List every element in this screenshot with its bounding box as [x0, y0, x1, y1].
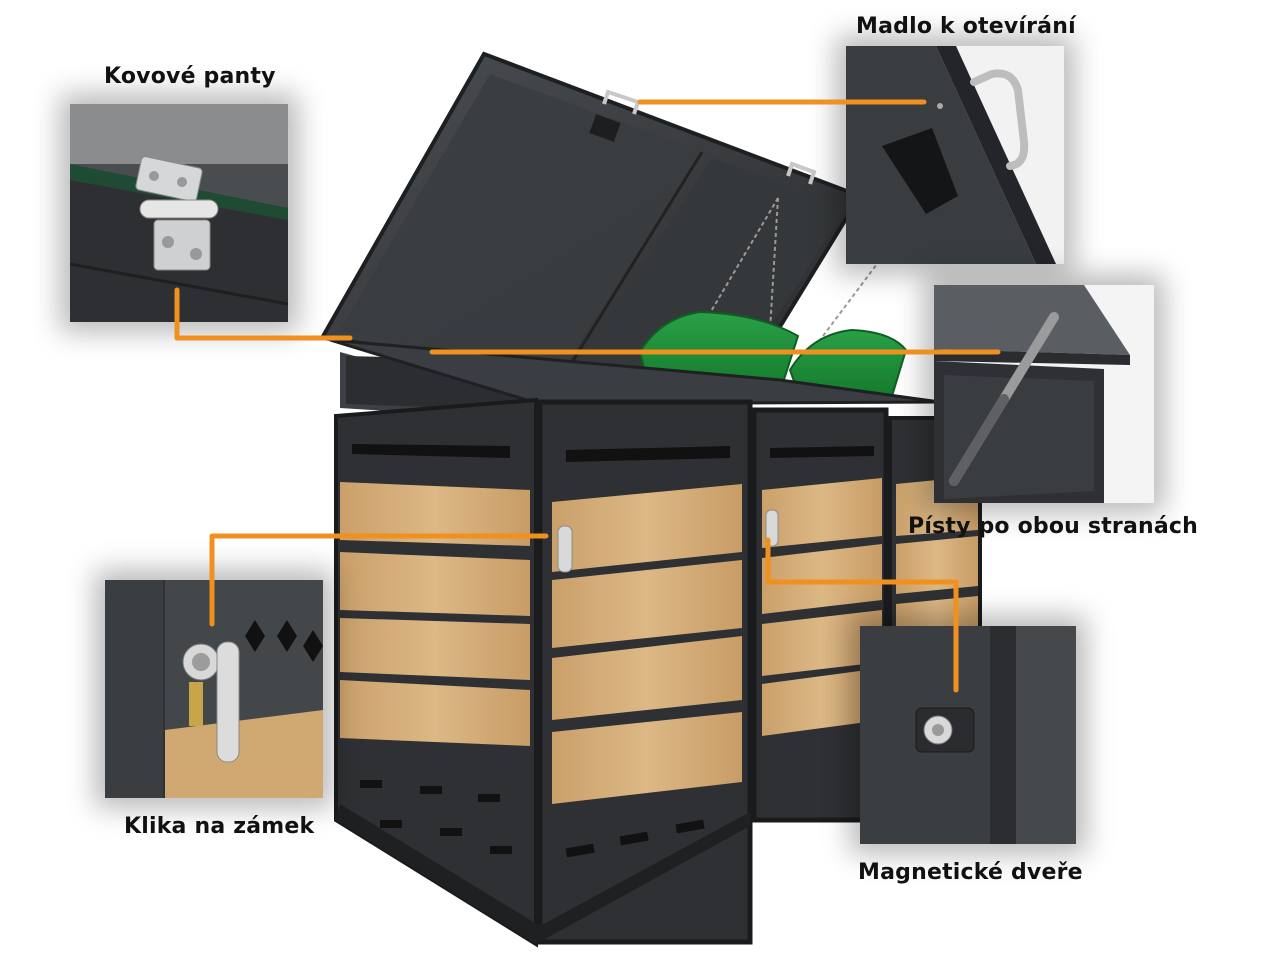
inset-hinge-photo — [70, 104, 288, 322]
magnetic-lock-icon — [915, 707, 975, 753]
label-pistons: Písty po obou stranách — [908, 514, 1199, 539]
lid-handle-icon — [970, 69, 1029, 170]
inset-magnetic-door-photo — [860, 626, 1076, 844]
gas-piston-icon — [949, 312, 1059, 486]
door-1-handle — [557, 525, 573, 573]
label-magnetic-doors: Magnetické dveře — [858, 860, 1083, 885]
inset-lock-handle-photo — [105, 580, 323, 798]
hinge-icon — [135, 156, 219, 271]
label-opening-handle: Madlo k otevírání — [856, 14, 1076, 39]
door-2-handle — [765, 509, 779, 547]
lock-handle-icon — [182, 641, 240, 763]
label-hinges: Kovové panty — [104, 64, 276, 89]
inset-opening-handle-photo — [846, 46, 1064, 264]
inset-pistons-photo — [934, 285, 1154, 503]
label-lock-handle: Klika na zámek — [124, 814, 315, 839]
